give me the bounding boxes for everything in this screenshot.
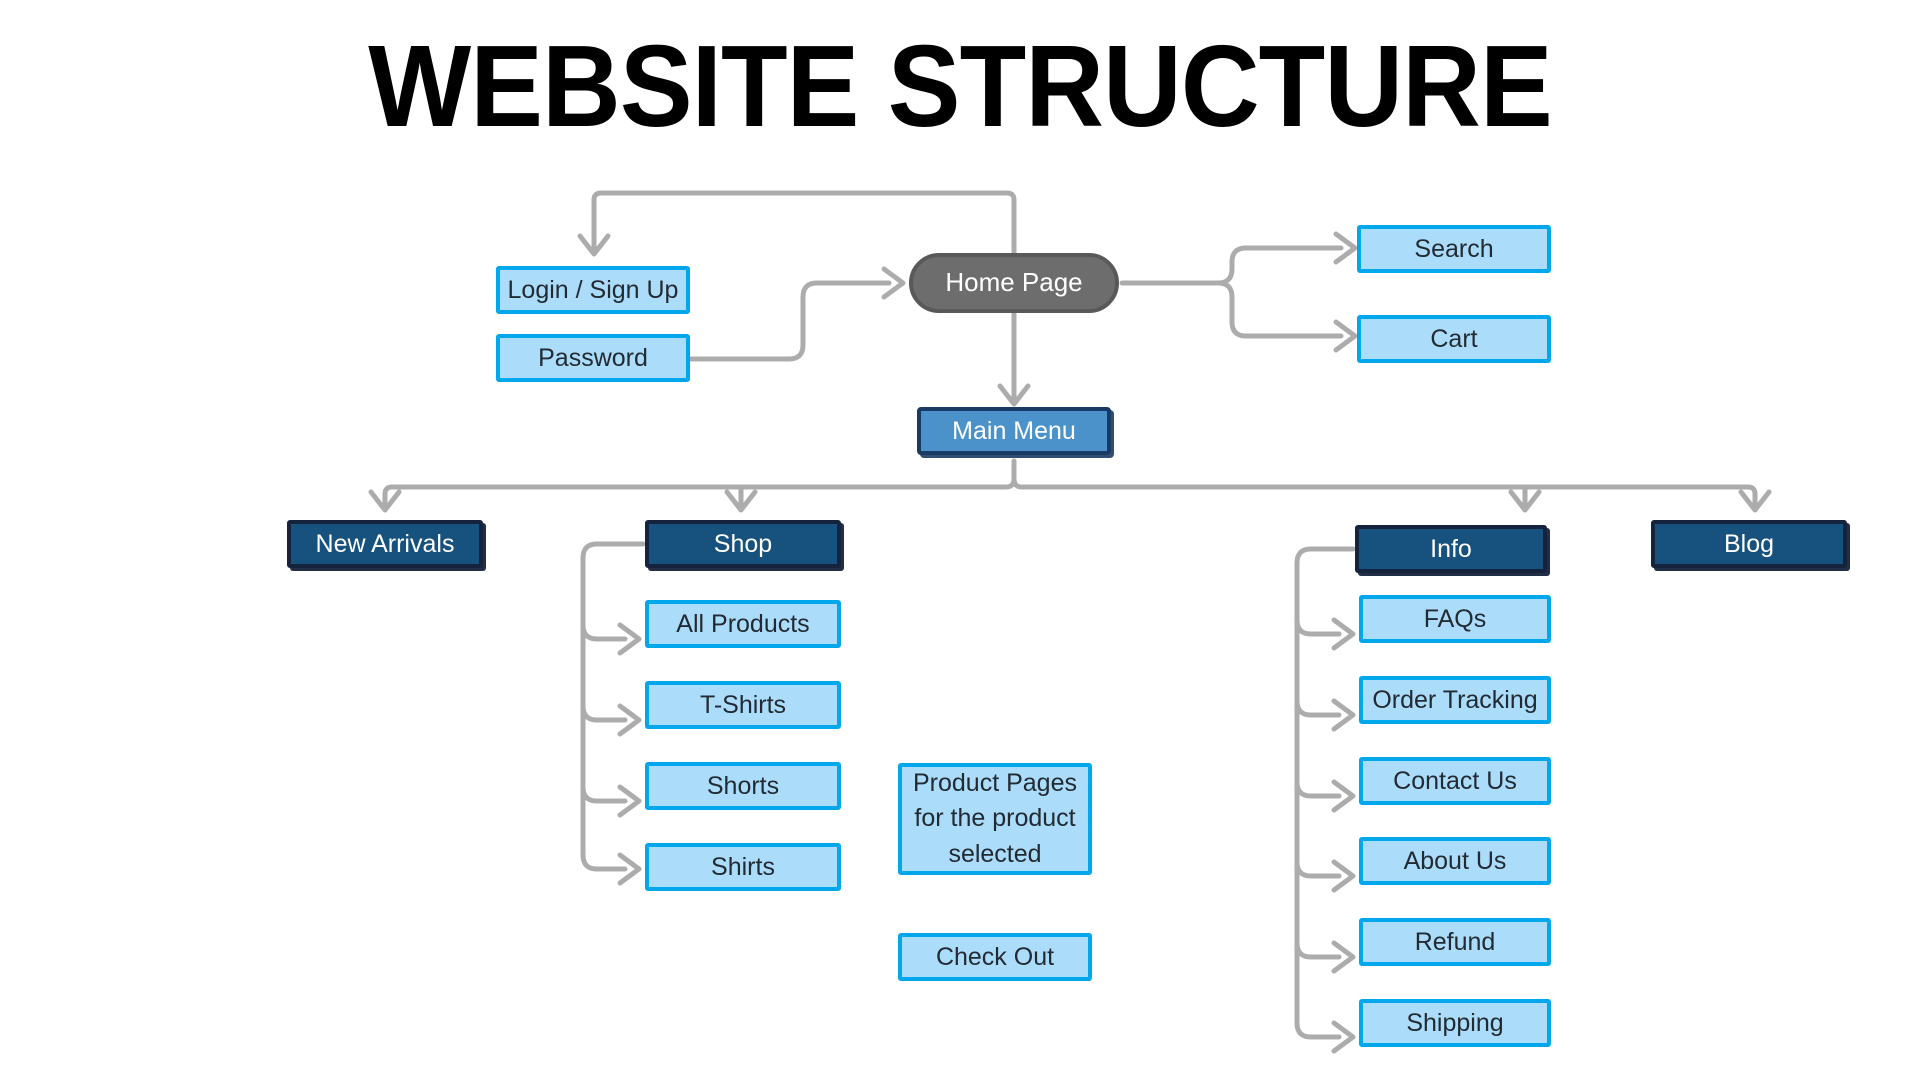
node-product-pages[interactable]: Product Pages for the product selected — [898, 763, 1092, 875]
node-label: Refund — [1414, 928, 1496, 956]
node-shipping[interactable]: Shipping — [1359, 999, 1551, 1047]
node-check-out[interactable]: Check Out — [898, 933, 1092, 981]
node-label: Contact Us — [1393, 767, 1517, 795]
page-title: WEBSITE STRUCTURE — [368, 21, 1552, 151]
node-info[interactable]: Info — [1355, 525, 1547, 573]
node-contact-us[interactable]: Contact Us — [1359, 757, 1551, 805]
node-main-menu[interactable]: Main Menu — [917, 407, 1111, 455]
node-t-shirts[interactable]: T-Shirts — [645, 681, 841, 729]
node-new-arrivals[interactable]: New Arrivals — [287, 520, 483, 568]
node-blog[interactable]: Blog — [1651, 520, 1847, 568]
node-order-tracking[interactable]: Order Tracking — [1359, 676, 1551, 724]
node-shop[interactable]: Shop — [645, 520, 841, 568]
node-label: New Arrivals — [315, 530, 455, 558]
node-label: Check Out — [935, 943, 1055, 971]
node-label: Shipping — [1406, 1009, 1504, 1037]
node-label: Shop — [713, 530, 773, 558]
node-all-products[interactable]: All Products — [645, 600, 841, 648]
node-label-line-2: for the product — [914, 804, 1076, 833]
node-shorts[interactable]: Shorts — [645, 762, 841, 810]
node-home-page[interactable]: Home Page — [909, 253, 1119, 313]
node-about-us[interactable]: About Us — [1359, 837, 1551, 885]
node-label: All Products — [676, 610, 810, 638]
node-label: About Us — [1403, 847, 1507, 875]
node-label: Home Page — [945, 267, 1083, 298]
node-faqs[interactable]: FAQs — [1359, 595, 1551, 643]
node-label: Info — [1430, 535, 1472, 563]
node-refund[interactable]: Refund — [1359, 918, 1551, 966]
node-label: Main Menu — [952, 417, 1076, 445]
node-label: T-Shirts — [699, 691, 787, 719]
node-password[interactable]: Password — [496, 334, 690, 382]
node-label-line-1: Product Pages — [913, 768, 1077, 797]
node-label: Password — [538, 344, 648, 372]
node-label: Cart — [1430, 325, 1478, 353]
node-label: Shirts — [711, 853, 775, 881]
node-label: FAQs — [1423, 605, 1487, 633]
node-search[interactable]: Search — [1357, 225, 1551, 273]
node-cart[interactable]: Cart — [1357, 315, 1551, 363]
node-login-sign-up[interactable]: Login / Sign Up — [496, 266, 690, 314]
node-shirts[interactable]: Shirts — [645, 843, 841, 891]
node-label-line-3: selected — [948, 839, 1042, 868]
node-label: Blog — [1723, 530, 1775, 558]
node-label: Shorts — [706, 772, 780, 800]
node-label: Order Tracking — [1372, 686, 1538, 714]
node-label: Login / Sign Up — [507, 276, 679, 304]
node-label: Search — [1414, 235, 1494, 263]
